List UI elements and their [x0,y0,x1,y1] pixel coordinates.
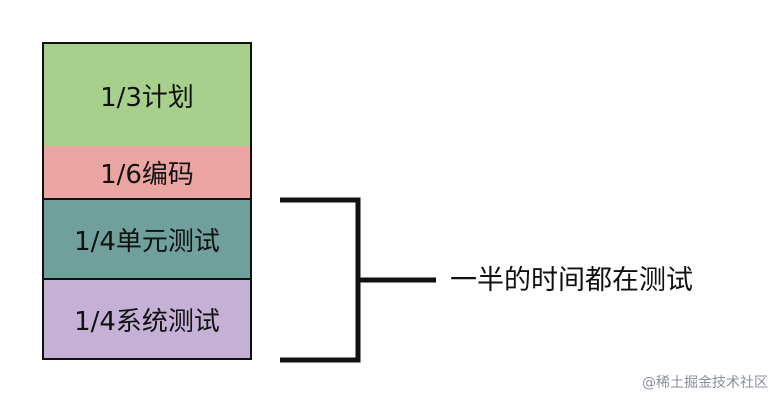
block-unit-test: 1/4单元测试 [42,200,252,280]
watermark: @稀土掘金技术社区 [642,375,768,391]
bracket-shape [280,197,361,363]
summary-text: 一半的时间都在测试 [450,265,693,296]
bracket [280,197,436,363]
block-coding: 1/6编码 [42,146,252,200]
block-system-test: 1/4系统测试 [42,280,252,360]
block-plan: 1/3计划 [42,42,252,148]
